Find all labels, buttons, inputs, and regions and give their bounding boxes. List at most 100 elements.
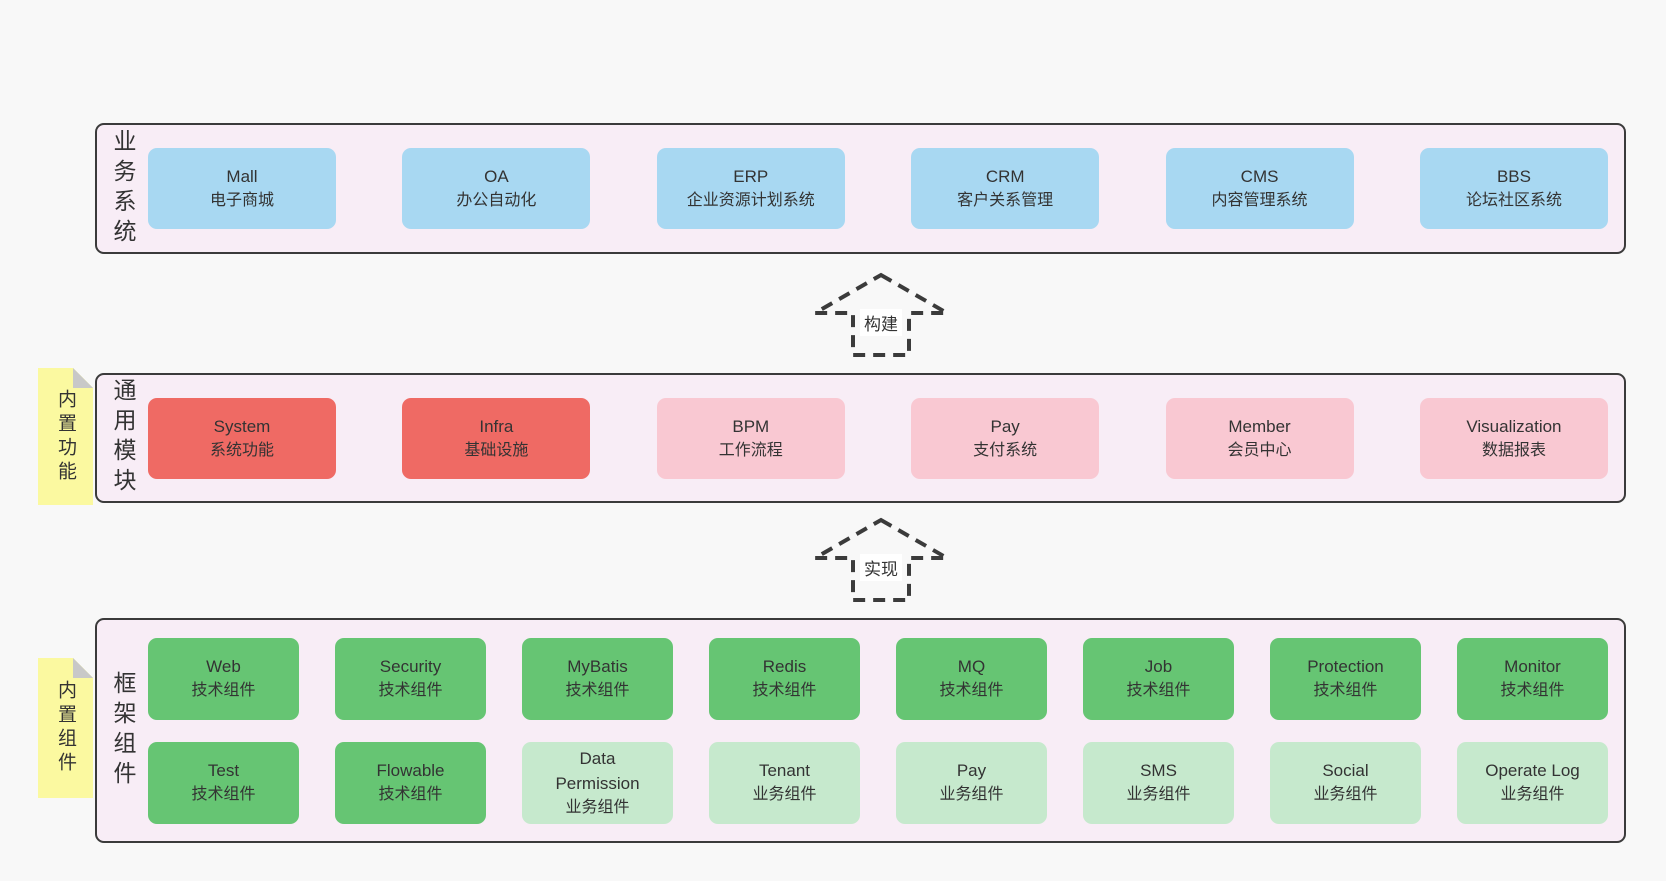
box-cms: CMS 内容管理系统 bbox=[1165, 148, 1354, 229]
layer-label-business: 业务系统 bbox=[110, 128, 136, 249]
box-subtitle: 客户关系管理 bbox=[957, 192, 1054, 209]
business-boxes-row: Mall 电子商城 OA 办公自动化 ERP 企业资源计划系统 CRM 客户关系… bbox=[148, 125, 1624, 252]
layer-framework-components: 框架组件 Web 技术组件 Security 技术组件 MyBatis 技术组件… bbox=[95, 618, 1626, 843]
box-subtitle: 业务组件 bbox=[1313, 786, 1378, 803]
box-web: Web 技术组件 bbox=[148, 637, 299, 720]
box-name: Mall bbox=[226, 167, 258, 186]
box-subtitle: 工作流程 bbox=[718, 441, 783, 459]
box-name: Flowable bbox=[376, 761, 445, 780]
box-subtitle: 内容管理系统 bbox=[1211, 192, 1308, 209]
box-sms: SMS 业务组件 bbox=[1083, 741, 1234, 824]
box-name: Social bbox=[1322, 761, 1369, 780]
box-name: Test bbox=[207, 761, 240, 780]
box-subtitle: 技术组件 bbox=[1126, 682, 1191, 699]
box-system: System 系统功能 bbox=[148, 397, 336, 479]
box-subtitle: 业务组件 bbox=[939, 786, 1004, 803]
box-subtitle: 技术组件 bbox=[191, 786, 256, 803]
layer-label-framework: 框架组件 bbox=[110, 670, 136, 791]
box-name: Data Permission bbox=[555, 748, 640, 793]
box-name: Pay bbox=[956, 761, 987, 780]
box-mq: MQ 技术组件 bbox=[896, 637, 1047, 720]
box-subtitle: 技术组件 bbox=[1500, 682, 1565, 699]
box-name: Job bbox=[1144, 657, 1173, 676]
layer-label-column: 框架组件 bbox=[97, 620, 148, 841]
framework-row-1: Web 技术组件 Security 技术组件 MyBatis 技术组件 Redi… bbox=[148, 637, 1608, 720]
box-subtitle: 业务组件 bbox=[1500, 786, 1565, 803]
box-erp: ERP 企业资源计划系统 bbox=[656, 148, 845, 229]
box-subtitle: 办公自动化 bbox=[456, 192, 537, 209]
box-subtitle: 业务组件 bbox=[1126, 786, 1191, 803]
box-security: Security 技术组件 bbox=[335, 637, 486, 720]
box-subtitle: 技术组件 bbox=[565, 682, 630, 699]
box-subtitle: 技术组件 bbox=[939, 682, 1004, 699]
box-bpm: BPM 工作流程 bbox=[656, 397, 845, 479]
modules-boxes-row: System 系统功能 Infra 基础设施 BPM 工作流程 Pay 支付系统… bbox=[148, 375, 1624, 501]
box-name: BPM bbox=[732, 416, 770, 436]
box-name: CMS bbox=[1240, 167, 1279, 186]
box-data-permission: Data Permission 业务组件 bbox=[522, 741, 673, 824]
box-bbs: BBS 论坛社区系统 bbox=[1419, 148, 1608, 229]
box-name: OA bbox=[484, 167, 509, 186]
box-infra: Infra 基础设施 bbox=[402, 397, 591, 479]
box-subtitle: 系统功能 bbox=[209, 441, 274, 459]
box-monitor: Monitor 技术组件 bbox=[1457, 637, 1608, 720]
box-name: ERP bbox=[733, 167, 769, 186]
box-name: Security bbox=[379, 657, 442, 676]
box-subtitle: 基础设施 bbox=[464, 441, 529, 459]
box-subtitle: 数据报表 bbox=[1481, 441, 1546, 459]
framework-row-2: Test 技术组件 Flowable 技术组件 Data Permission … bbox=[148, 741, 1608, 824]
up-arrow-icon bbox=[810, 272, 952, 357]
box-name: Pay bbox=[990, 416, 1020, 436]
box-social: Social 业务组件 bbox=[1270, 741, 1421, 824]
box-visualization: Visualization 数据报表 bbox=[1419, 397, 1608, 479]
box-name: MyBatis bbox=[567, 657, 628, 676]
box-crm: CRM 客户关系管理 bbox=[911, 148, 1100, 229]
box-name: MQ bbox=[957, 657, 986, 676]
box-subtitle: 业务组件 bbox=[752, 786, 817, 803]
box-redis: Redis 技术组件 bbox=[709, 637, 860, 720]
box-name: Visualization bbox=[1466, 416, 1562, 436]
box-test: Test 技术组件 bbox=[148, 741, 299, 824]
box-name: Member bbox=[1228, 416, 1291, 436]
box-name: System bbox=[213, 416, 271, 436]
box-pay-component: Pay 业务组件 bbox=[896, 741, 1047, 824]
box-name: CRM bbox=[985, 167, 1025, 186]
folded-corner-icon bbox=[73, 368, 93, 388]
box-name: Web bbox=[206, 657, 241, 676]
box-oa: OA 办公自动化 bbox=[402, 148, 591, 229]
folded-corner-icon bbox=[73, 658, 93, 678]
box-operate-log: Operate Log 业务组件 bbox=[1457, 741, 1608, 824]
build-arrow: 构建 bbox=[810, 272, 952, 358]
box-protection: Protection 技术组件 bbox=[1270, 637, 1421, 720]
box-job: Job 技术组件 bbox=[1083, 637, 1234, 720]
layer-label-modules: 通用模块 bbox=[110, 378, 136, 498]
sticky-note-builtin-features: 内置功能 bbox=[38, 368, 93, 505]
layer-business-systems: 业务系统 Mall 电子商城 OA 办公自动化 ERP 企业资源计划系统 CRM… bbox=[95, 123, 1626, 254]
box-name: Protection bbox=[1307, 657, 1384, 676]
box-name: SMS bbox=[1140, 761, 1177, 780]
box-mall: Mall 电子商城 bbox=[148, 148, 336, 229]
sticky-label-builtin-components: 内置组件 bbox=[55, 680, 76, 776]
box-subtitle: 技术组件 bbox=[1313, 682, 1378, 699]
box-subtitle: 技术组件 bbox=[752, 682, 817, 699]
layer-label-column: 业务系统 bbox=[97, 125, 148, 252]
box-subtitle: 论坛社区系统 bbox=[1465, 192, 1562, 209]
box-member: Member 会员中心 bbox=[1165, 397, 1354, 479]
box-subtitle: 技术组件 bbox=[378, 682, 443, 699]
box-subtitle: 电子商城 bbox=[209, 192, 274, 209]
box-subtitle: 技术组件 bbox=[191, 682, 256, 699]
arrow-label-build: 构建 bbox=[860, 309, 902, 336]
box-name: Infra bbox=[479, 416, 514, 436]
arrow-label-implement: 实现 bbox=[860, 554, 902, 581]
layer-common-modules: 通用模块 System 系统功能 Infra 基础设施 BPM 工作流程 Pay… bbox=[95, 373, 1626, 503]
box-subtitle: 企业资源计划系统 bbox=[686, 192, 815, 209]
box-subtitle: 支付系统 bbox=[973, 441, 1038, 459]
box-pay-module: Pay 支付系统 bbox=[911, 397, 1100, 479]
box-name: Tenant bbox=[758, 761, 811, 780]
implement-arrow: 实现 bbox=[810, 517, 952, 603]
box-tenant: Tenant 业务组件 bbox=[709, 741, 860, 824]
box-subtitle: 技术组件 bbox=[378, 786, 443, 803]
box-name: Operate Log bbox=[1485, 761, 1580, 780]
sticky-note-builtin-components: 内置组件 bbox=[38, 658, 93, 798]
